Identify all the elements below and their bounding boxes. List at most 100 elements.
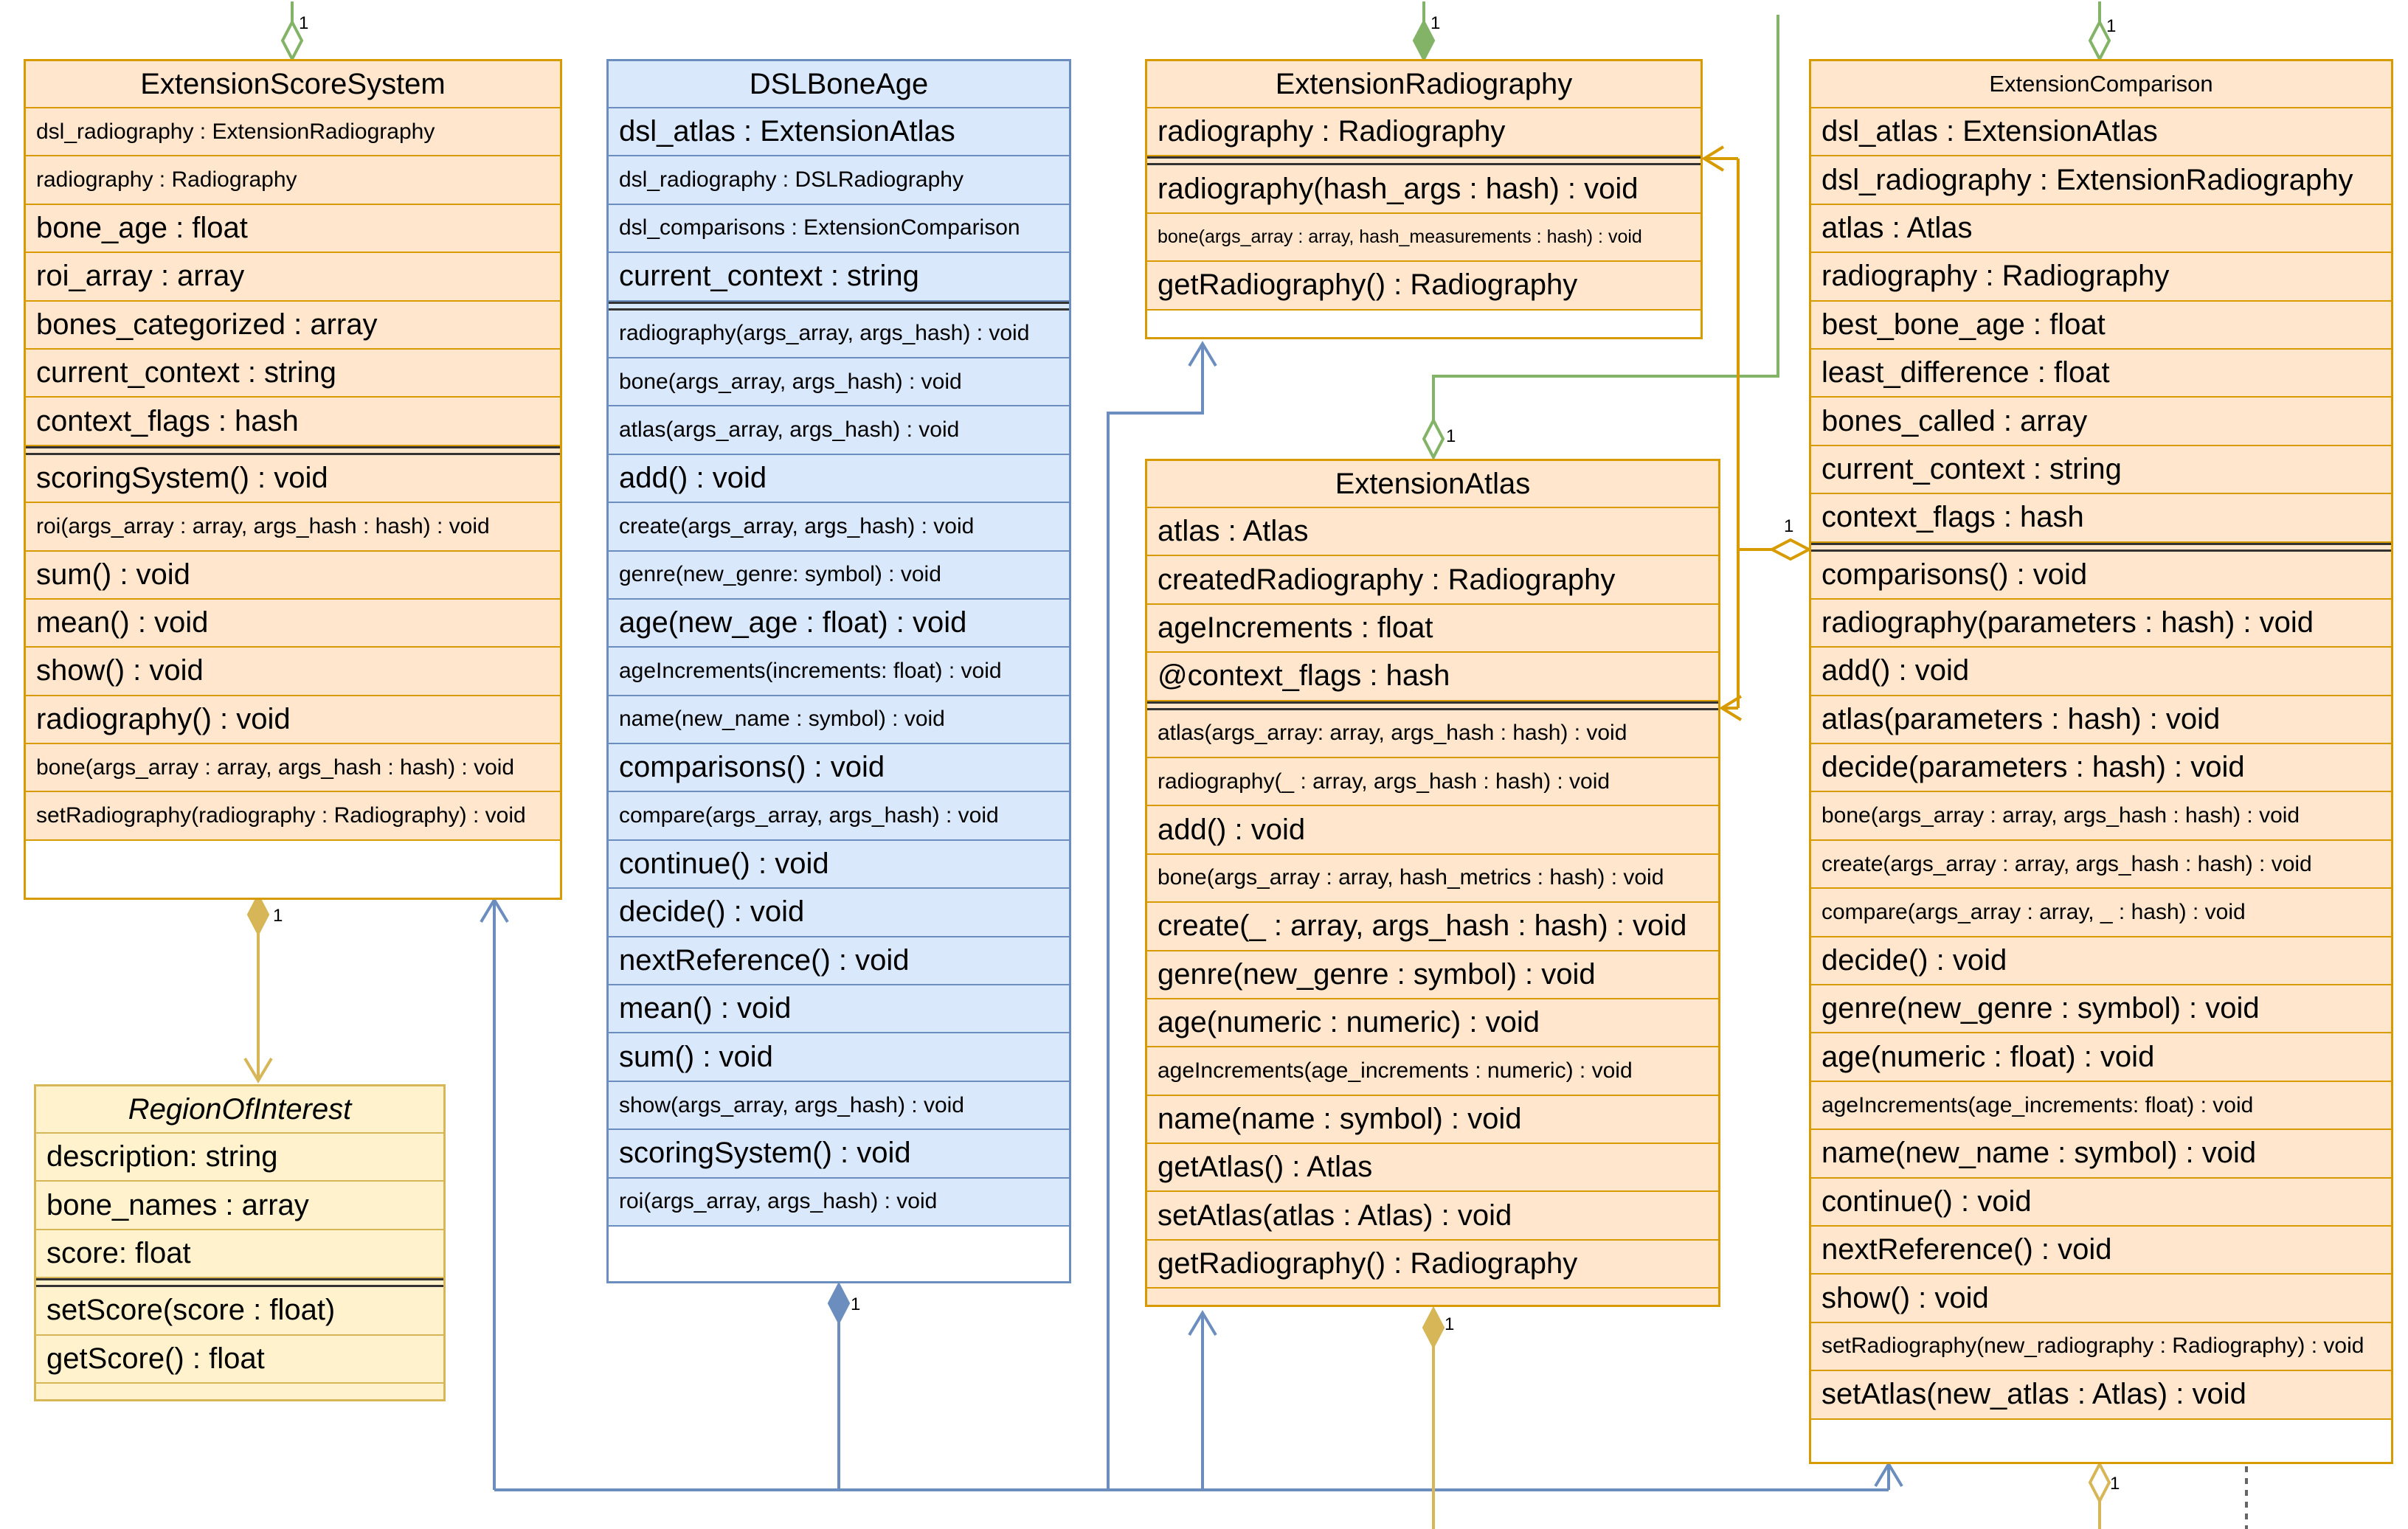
class-method: continue() : void [1811,1179,2391,1227]
class-attribute: dsl_comparisons : ExtensionComparison [609,205,1069,254]
class-attribute: current_context : string [26,350,560,398]
class-method: show() : void [26,648,560,696]
empty-compartment [1811,1419,2391,1462]
class-method: sum() : void [26,552,560,600]
class-method: age(numeric : numeric) : void [1147,999,1718,1048]
score-roi-composition [243,892,273,1084]
multiplicity-score-top: 1 [299,13,309,33]
class-method: genre(new_genre : symbol) : void [1147,951,1718,999]
class-attribute: @context_flags : hash [1147,653,1718,701]
class-method: radiography(args_array, args_hash) : voi… [609,311,1069,358]
class-method: age(new_age : float) : void [609,600,1069,648]
class-method: mean() : void [609,985,1069,1034]
class-attribute: dsl_atlas : ExtensionAtlas [1811,108,2391,157]
multiplicity-comparison-top: 1 [2106,16,2117,36]
bone-age-blue-bus [480,341,1903,1491]
class-method: comparisons() : void [609,744,1069,793]
class-attribute: radiography : Radiography [1147,108,1701,157]
class-method: compare(args_array : array, _ : hash) : … [1811,889,2391,937]
class-method: bone(args_array : array, hash_measuremen… [1147,214,1701,263]
atlas-bottom-composition [1422,1306,1445,1529]
class-method: name(new_name : symbol) : void [609,696,1069,745]
section-separator [26,445,560,455]
class-method: atlas(args_array: array, args_hash : has… [1147,710,1718,758]
methods-section: radiography(args_array, args_hash) : voi… [609,311,1069,1227]
class-method: roi(args_array, args_hash) : void [609,1179,1069,1227]
class-method: decide() : void [1811,937,2391,986]
class-title: ExtensionAtlas [1147,461,1718,508]
class-attribute: bone_age : float [26,205,560,254]
class-title: RegionOfInterest [36,1086,443,1134]
class-method: setAtlas(new_atlas : Atlas) : void [1811,1371,2391,1420]
class-method: atlas(parameters : hash) : void [1811,696,2391,745]
comparison-bottom-aggregation [2088,1460,2248,1529]
class-extension-score-system: ExtensionScoreSystem dsl_radiography : E… [24,59,562,900]
class-title: ExtensionComparison [1811,61,2391,108]
class-attribute: atlas : Atlas [1811,205,2391,254]
class-method: create(args_array : array, args_hash : h… [1811,841,2391,890]
class-method: name(name : symbol) : void [1147,1096,1718,1145]
class-method: roi(args_array : array, args_hash : hash… [26,503,560,552]
class-method: age(numeric : float) : void [1811,1033,2391,1082]
class-attribute: dsl_radiography : ExtensionRadiography [1811,156,2391,205]
multiplicity-score-bottom: 1 [273,906,283,926]
empty-compartment [26,840,560,898]
multiplicity-atlas-bottom: 1 [1445,1314,1455,1334]
class-attribute: atlas : Atlas [1147,508,1718,557]
class-method: radiography(_ : array, args_hash : hash)… [1147,758,1718,807]
class-attribute: least_difference : float [1811,350,2391,398]
class-method: add() : void [1811,648,2391,696]
class-method: setAtlas(atlas : Atlas) : void [1147,1192,1718,1241]
class-title: ExtensionRadiography [1147,61,1701,108]
class-method: create(_ : array, args_hash : hash) : vo… [1147,903,1718,951]
empty-compartment [1147,310,1701,337]
class-attribute: radiography : Radiography [1811,253,2391,302]
class-method: getAtlas() : Atlas [1147,1144,1718,1193]
class-method: bone(args_array : array, args_hash : has… [1811,792,2391,841]
class-method: ageIncrements(increments: float) : void [609,648,1069,696]
class-method: getRadiography() : Radiography [1147,262,1701,311]
multiplicity-comparison-side: 1 [1784,516,1794,536]
class-attribute: best_bone_age : float [1811,302,2391,350]
class-method: compare(args_array, args_hash) : void [609,792,1069,841]
section-separator [1147,701,1718,710]
class-method: continue() : void [609,841,1069,890]
class-method: radiography(parameters : hash) : void [1811,600,2391,648]
class-method: name(new_name : symbol) : void [1811,1130,2391,1179]
class-method: decide(parameters : hash) : void [1811,744,2391,793]
class-attribute: description: string [36,1134,443,1182]
class-method: bone(args_array : array, args_hash : has… [26,744,560,793]
class-method: setRadiography(new_radiography : Radiogr… [1811,1323,2391,1372]
class-method: setScore(score : float) [36,1287,443,1336]
methods-section: setScore(score : float)getScore() : floa… [36,1287,443,1384]
class-method: mean() : void [26,600,560,648]
class-attribute: current_context : string [609,253,1069,302]
section-separator [609,301,1069,311]
class-method: decide() : void [609,889,1069,937]
class-method: ageIncrements(age_increments : numeric) … [1147,1047,1718,1096]
methods-section: atlas(args_array: array, args_hash : has… [1147,710,1718,1289]
multiplicity-atlas-top: 1 [1446,426,1456,446]
class-method: scoringSystem() : void [26,455,560,504]
class-attribute: radiography : Radiography [26,156,560,205]
class-attribute: bones_called : array [1811,398,2391,446]
class-method: nextReference() : void [609,937,1069,986]
multiplicity-comparison-bottom: 1 [2110,1474,2120,1494]
class-method: create(args_array, args_hash) : void [609,503,1069,552]
class-method: genre(new_genre: symbol) : void [609,552,1069,600]
class-attribute: createdRadiography : Radiography [1147,556,1718,605]
class-method: radiography(hash_args : hash) : void [1147,165,1701,214]
class-title: DSLBoneAge [609,61,1069,108]
empty-compartment [609,1226,1069,1281]
class-method: radiography() : void [26,696,560,745]
class-method: genre(new_genre : symbol) : void [1811,985,2391,1034]
